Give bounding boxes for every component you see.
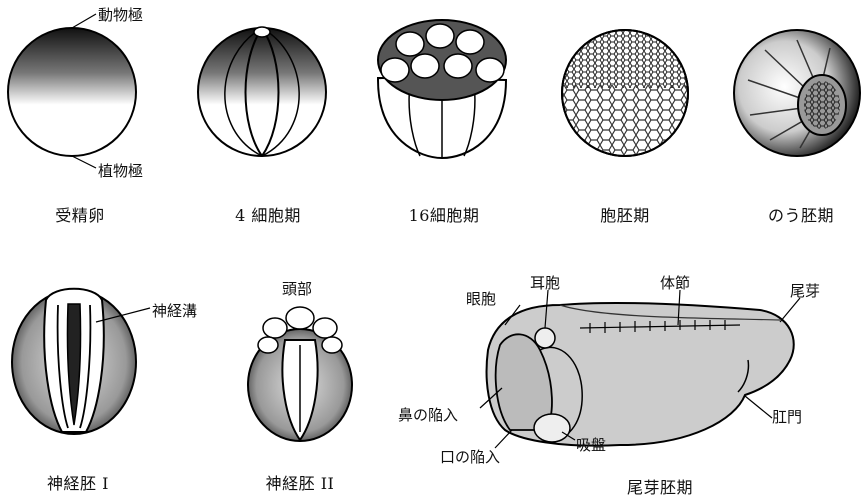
neurula1-caption: 神経胚 I [47, 470, 109, 494]
tail-bud-label: 尾芽 [790, 280, 820, 301]
head-label: 頭部 [282, 278, 312, 299]
sixteen-cell-caption: 16細胞期 [409, 202, 480, 226]
neurula2-figure [248, 307, 352, 441]
tailbud-figure [480, 290, 800, 448]
blastula-figure [560, 28, 690, 160]
somite-label: 体節 [660, 272, 690, 293]
four-cell-caption: 4 細胞期 [235, 202, 301, 226]
otic-vesicle-label: 耳胞 [530, 272, 560, 293]
four-cell-figure [198, 27, 326, 156]
sucker-label: 吸盤 [576, 434, 606, 455]
neural-groove-label: 神経溝 [152, 300, 197, 321]
gastrula-caption: のう胚期 [768, 202, 834, 226]
blastula-caption: 胞胚期 [600, 202, 650, 226]
optic-vesicle-label: 眼胞 [466, 288, 496, 309]
animal-pole-label: 動物極 [98, 4, 143, 25]
anus-label: 肛門 [772, 406, 802, 427]
vegetal-pole-label: 植物極 [98, 160, 143, 181]
mouth-pit-label: 口の陥入 [440, 446, 500, 467]
neurula2-caption: 神経胚 II [266, 470, 335, 494]
fertilized-egg-caption: 受精卵 [55, 202, 105, 226]
sixteen-cell-figure [378, 20, 506, 158]
neurula1-figure [12, 289, 150, 434]
gastrula-figure [734, 30, 860, 156]
nasal-pit-label: 鼻の陥入 [398, 404, 458, 425]
tailbud-caption: 尾芽胚期 [627, 474, 693, 498]
fertilized-egg-figure [8, 14, 136, 168]
